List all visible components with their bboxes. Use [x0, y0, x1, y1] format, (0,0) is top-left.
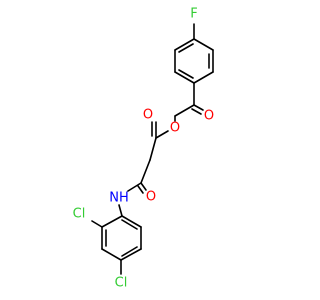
- bond: [127, 182, 142, 192]
- bond-layer: [91, 23, 214, 275]
- bond: [174, 104, 195, 117]
- bond: [137, 185, 144, 194]
- bond: [101, 215, 123, 228]
- bond: [121, 219, 138, 230]
- bond: [178, 69, 194, 79]
- bond: [193, 38, 214, 51]
- bond: [178, 43, 194, 53]
- ketone-oxygen-label: O: [204, 109, 214, 124]
- bond: [121, 246, 138, 257]
- molecule-diagram: F O O O O NH Cl Cl: [73, 7, 214, 291]
- bond: [101, 248, 122, 261]
- ortho-chlorine-label: Cl: [73, 207, 86, 222]
- bond: [193, 104, 204, 111]
- para-chlorine-label: Cl: [115, 276, 128, 291]
- ester-oxygen-label: O: [170, 121, 180, 136]
- amide-nh-label: NH: [109, 191, 129, 206]
- bond: [121, 215, 142, 228]
- fluorine-label: F: [190, 7, 197, 22]
- bond: [140, 182, 147, 191]
- bond: [193, 71, 214, 84]
- amide-oxygen-label: O: [146, 190, 156, 205]
- bond: [91, 220, 103, 228]
- bond: [174, 38, 195, 51]
- bond: [140, 159, 151, 184]
- bond: [149, 137, 157, 161]
- structure-svg: F O O O O NH Cl Cl: [73, 7, 214, 291]
- bond: [155, 130, 169, 139]
- bond: [191, 108, 202, 115]
- atom-label-layer: F O O O O NH Cl Cl: [73, 7, 214, 291]
- bond: [118, 204, 123, 217]
- bond: [120, 248, 142, 261]
- bond: [174, 71, 195, 84]
- ester-carbonyl-oxygen-label: O: [143, 108, 153, 123]
